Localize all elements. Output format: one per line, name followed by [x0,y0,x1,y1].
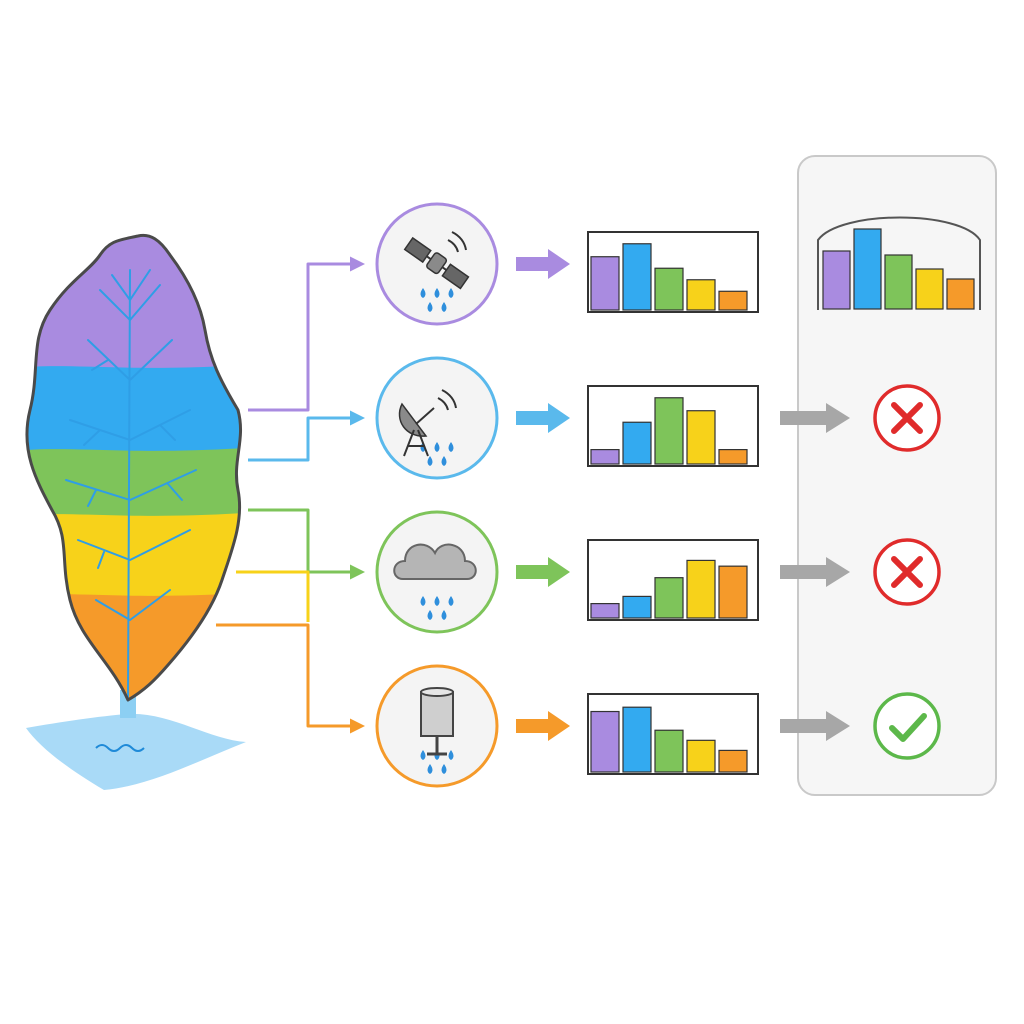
raindrop-icon [427,610,433,620]
chart-bar [654,577,684,619]
satellite-chart [587,231,759,313]
connector-green [248,508,365,580]
connector-purple [248,256,365,412]
chart-bar [686,559,716,619]
raindrop-icon [441,456,447,466]
chart-bar [686,739,716,773]
reference-bar [884,254,913,310]
river-network [65,269,197,700]
raindrop-icon [434,288,440,298]
water-pool [26,713,246,790]
chart-bar [686,279,716,311]
chart-bar [622,706,652,773]
chart-bar [718,749,748,773]
chart-bar [654,397,684,465]
compare-arrow [780,711,850,741]
chart-bar [590,602,620,619]
rain-gauge-arrow [516,711,570,741]
connector-yellow [236,570,310,622]
water-wave-icon [95,744,145,752]
reference-bar [822,250,851,310]
raindrop-icon [434,596,440,606]
satellite-arrow [516,249,570,279]
chart-bar [686,410,716,465]
weather-model-arrow [516,557,570,587]
chart-bar [654,729,684,773]
chart-bar [622,421,652,465]
radar-circle [375,356,499,480]
cross-icon [891,556,923,588]
check-circle [873,692,941,760]
radar-chart [587,385,759,467]
zone-green [26,447,241,524]
watershed [25,233,246,790]
raindrop-icon [441,610,447,620]
rain-cloud-icon [393,543,477,580]
reference-chart [817,216,981,310]
zone-connectors [216,256,365,734]
source-row-rain-gauge [375,664,759,788]
raindrop-icon [434,442,440,452]
connector-orange [216,623,365,734]
reference-bar [915,268,944,310]
compare-arrow [780,403,850,433]
reference-bar [946,278,975,310]
chart-bar [590,449,620,465]
result-mismatch [780,384,941,452]
raindrop-icon [441,764,447,774]
raindrop-icon [448,750,454,760]
radar-arrow [516,403,570,433]
radar-dish-icon [398,389,457,457]
reference-frame [817,216,981,310]
rain-gauge-icon [420,687,454,756]
raindrop-icon [427,764,433,774]
raindrop-icon [427,456,433,466]
source-row-satellite [375,202,759,326]
chart-bar [622,243,652,311]
raindrop-icon [448,288,454,298]
chart-bar [718,290,748,311]
watershed-outline [25,233,242,702]
source-row-radar [375,356,759,480]
cross-icon [891,402,923,434]
connector-blue [248,410,365,462]
raindrop-icon [448,596,454,606]
zone-yellow [26,512,241,604]
chart-bar [590,710,620,773]
weather-model-chart [587,539,759,621]
raindrop-icon [448,442,454,452]
chart-bar [654,267,684,311]
raindrop-icon [441,302,447,312]
satellite-icon [403,231,470,290]
raindrop-icon [420,596,426,606]
result-mismatch [780,538,941,606]
chart-bar [622,595,652,619]
chart-bar [718,565,748,619]
chart-bar [590,256,620,311]
raindrop-icon [420,288,426,298]
raindrop-icon [420,750,426,760]
raindrop-icon [427,302,433,312]
check-icon [889,713,927,742]
chart-bar [718,449,748,465]
rain-gauge-chart [587,693,759,775]
reference-bar [853,228,882,310]
compare-arrow [780,557,850,587]
result-match [780,692,941,760]
